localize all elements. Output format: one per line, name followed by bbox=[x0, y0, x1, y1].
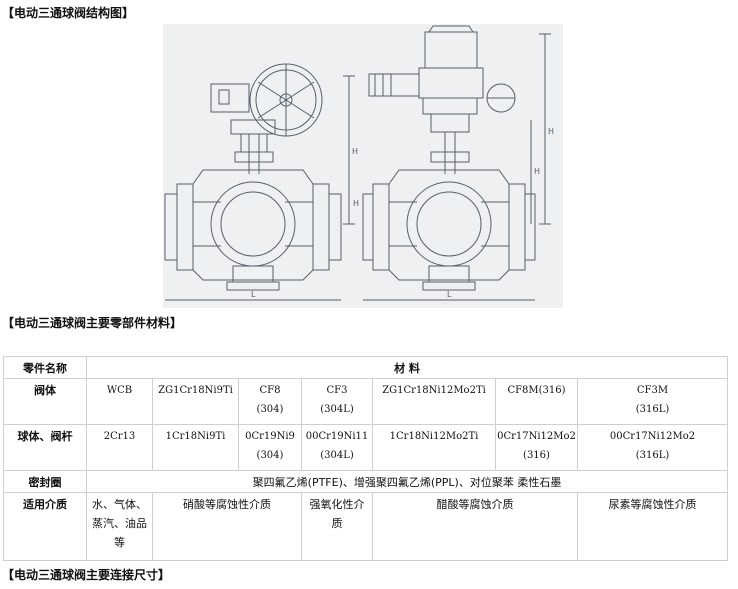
structure-heading: 【电动三通球阀结构图】 bbox=[2, 6, 135, 20]
table-cell: CF3M(316L) bbox=[577, 378, 728, 425]
table-cell: CF8(304) bbox=[238, 378, 302, 425]
left-valve-drawing bbox=[164, 63, 355, 301]
table-cell: 尿素等腐蚀性介质 bbox=[577, 492, 728, 561]
table-cell: ZG1Cr18Ni9Ti bbox=[152, 378, 239, 425]
row-label: 密封圈 bbox=[3, 470, 87, 493]
table-cell: 00Cr17Ni12Mo2(316L) bbox=[577, 424, 728, 471]
row-label: 阀体 bbox=[3, 378, 87, 425]
table-row-body: 阀体 WCB ZG1Cr18Ni9Ti CF8(304) CF3(304L) Z… bbox=[3, 378, 728, 425]
table-cell: CF3(304L) bbox=[301, 378, 373, 425]
table-cell: 醋酸等腐蚀介质 bbox=[372, 492, 578, 561]
table-cell: 1Cr18Ni9Ti bbox=[152, 424, 239, 471]
materials-table: 零件名称 材 料 阀体 WCB ZG1Cr18Ni9Ti CF8(304) CF… bbox=[3, 356, 728, 561]
header-part-name: 零件名称 bbox=[3, 356, 87, 379]
table-cell: CF8M(316) bbox=[495, 378, 578, 425]
valve-structure-diagram: H H L L H H bbox=[163, 24, 563, 308]
table-cell: 00Cr19Ni11(304L) bbox=[301, 424, 373, 471]
table-cell: 0Cr17Ni12Mo2(316) bbox=[495, 424, 578, 471]
table-row-ball-stem: 球体、阀杆 2Cr13 1Cr18Ni9Ti 0Cr19Ni9(304) 00C… bbox=[3, 424, 728, 471]
dim-label-h3: H bbox=[548, 127, 554, 136]
table-row-media: 适用介质 水、气体、蒸汽、油品等 硝酸等腐蚀性介质 强氧化性介质 醋酸等腐蚀介质… bbox=[3, 492, 728, 561]
table-cell: 硝酸等腐蚀性介质 bbox=[152, 492, 302, 561]
dim-label-l2: L bbox=[447, 290, 452, 299]
table-cell: ZG1Cr18Ni12Mo2Ti bbox=[372, 378, 496, 425]
table-cell: 水、气体、蒸汽、油品等 bbox=[86, 492, 153, 561]
table-cell: 1Cr18Ni12Mo2Ti bbox=[372, 424, 496, 471]
table-header-row: 零件名称 材 料 bbox=[3, 356, 728, 379]
table-cell: WCB bbox=[86, 378, 153, 425]
table-cell: 0Cr19Ni9(304) bbox=[238, 424, 302, 471]
header-material: 材 料 bbox=[86, 356, 728, 379]
row-label: 适用介质 bbox=[3, 492, 87, 561]
table-cell: 聚四氟乙烯(PTFE)、增强聚四氟乙烯(PPL)、对位聚苯 柔性石墨 bbox=[86, 470, 728, 493]
table-row-seal: 密封圈 聚四氟乙烯(PTFE)、增强聚四氟乙烯(PPL)、对位聚苯 柔性石墨 bbox=[3, 470, 728, 493]
row-label: 球体、阀杆 bbox=[3, 424, 87, 471]
dim-label-h2: H bbox=[353, 199, 359, 208]
right-valve-drawing bbox=[362, 25, 551, 301]
table-cell: 2Cr13 bbox=[86, 424, 153, 471]
materials-heading: 【电动三通球阀主要零部件材料】 bbox=[2, 316, 183, 330]
dim-label-l1: L bbox=[251, 290, 256, 299]
table-cell: 强氧化性介质 bbox=[301, 492, 373, 561]
dim-label-h4: H bbox=[534, 167, 540, 176]
dimensions-heading: 【电动三通球阀主要连接尺寸】 bbox=[2, 568, 171, 582]
dim-label-h1: H bbox=[352, 147, 358, 156]
